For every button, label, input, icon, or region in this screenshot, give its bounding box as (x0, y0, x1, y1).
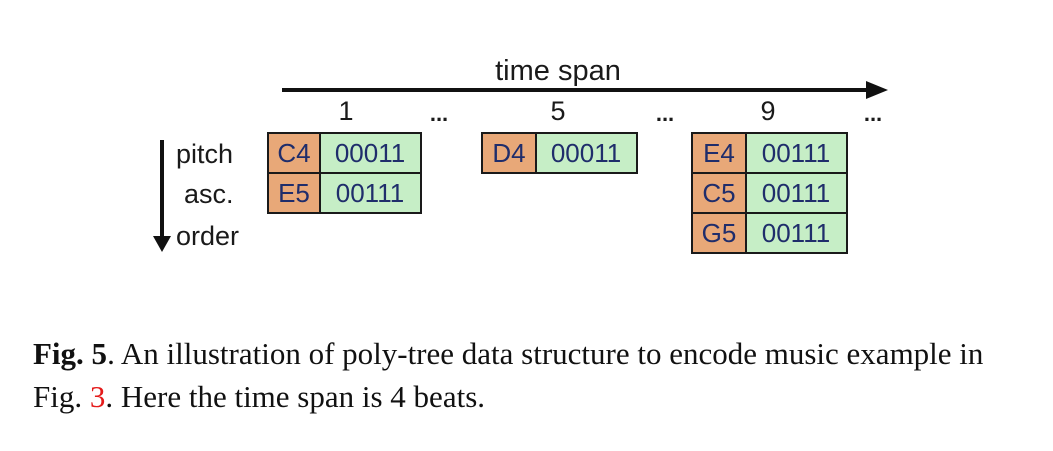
time-column-9: E4 00111 C5 00111 G5 00111 (691, 132, 848, 254)
caption-text-part-2: . Here the time span is 4 beats. (105, 379, 486, 414)
pitch-cell-text: G5 (702, 218, 737, 248)
code-cell (319, 132, 422, 174)
caption-text-part-1: . An illustration of poly-tree data stru… (33, 336, 984, 414)
pitch-cell-text: C4 (277, 138, 310, 168)
figure-caption: Fig. 5. An illustration of poly-tree dat… (33, 332, 1023, 418)
code-cell (745, 212, 848, 254)
ellipsis-2: ... (656, 101, 674, 126)
pitch-cell (267, 172, 321, 214)
pitch-cell-text: D4 (492, 138, 525, 168)
pitch-cell-text: E5 (278, 178, 310, 208)
pitch-axis-arrowhead (153, 236, 171, 252)
ellipsis-3: ... (864, 101, 882, 126)
figure-reference-link[interactable]: 3 (89, 379, 106, 414)
figure-label: Fig. 5 (33, 336, 108, 371)
ellipsis-1: ... (430, 101, 448, 126)
pitch-cell (691, 132, 747, 174)
time-span-label: time span (495, 55, 621, 87)
code-cell (535, 132, 638, 174)
time-tick-1: 1 (338, 96, 353, 126)
code-cell-text: 00011 (335, 138, 405, 168)
poly-tree-diagram: time span 1 5 9 ... ... ... pitch asc. o… (153, 55, 888, 254)
code-cell-text: 00011 (551, 138, 621, 168)
pitch-cell (691, 212, 747, 254)
pitch-label-line-2: asc. (184, 179, 234, 209)
pitch-cell-text: C5 (702, 178, 735, 208)
code-cell (319, 172, 422, 214)
time-column-1: C4 00011 E5 00111 (267, 132, 422, 214)
time-column-5: D4 00011 (481, 132, 638, 174)
code-cell-text: 00111 (762, 138, 830, 168)
time-axis-arrowhead (866, 81, 888, 99)
pitch-label-line-3: order (176, 221, 239, 251)
code-cell-text: 00111 (762, 218, 830, 248)
pitch-label-line-1: pitch (176, 139, 233, 169)
code-cell-text: 00111 (762, 178, 830, 208)
code-cell-text: 00111 (336, 178, 404, 208)
pitch-cell-text: E4 (703, 138, 735, 168)
time-tick-5: 5 (550, 96, 565, 126)
time-tick-9: 9 (760, 96, 775, 126)
